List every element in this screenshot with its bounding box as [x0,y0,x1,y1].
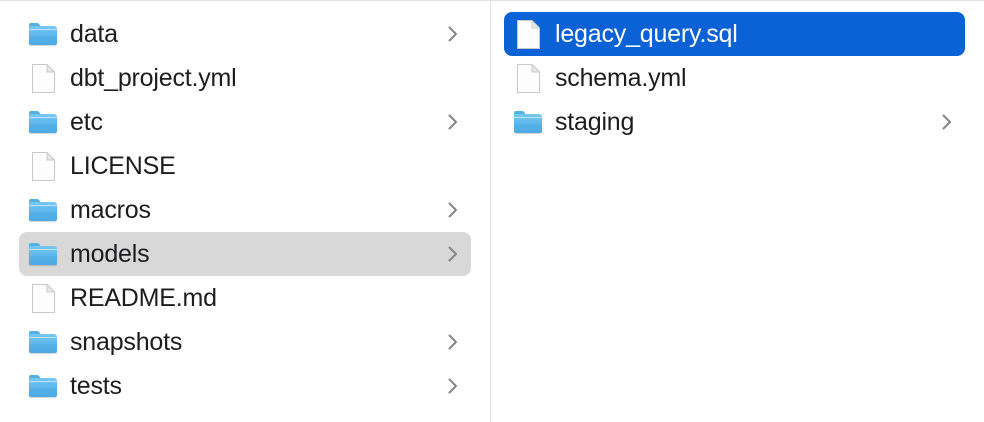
finder-item-label: models [70,240,150,268]
folder-icon [28,327,58,357]
folder-icon [28,19,58,49]
finder-item-label: data [70,20,118,48]
finder-item-row[interactable]: README.md [19,276,471,320]
finder-item-row[interactable]: schema.yml [504,56,965,100]
finder-item-label: etc [70,108,103,136]
finder-item-label: README.md [70,284,217,312]
finder-column-child[interactable]: legacy_query.sql schema.yml staging [491,1,983,422]
folder-icon [28,371,58,401]
chevron-right-icon[interactable] [447,377,459,395]
finder-item-label: schema.yml [555,64,687,92]
document-icon [513,63,543,93]
document-icon [28,151,58,181]
finder-item-label: LICENSE [70,152,176,180]
chevron-right-icon[interactable] [447,201,459,219]
finder-item-row[interactable]: tests [19,364,471,408]
finder-item-row[interactable]: staging [504,100,965,144]
finder-item-row[interactable]: macros [19,188,471,232]
finder-item-row[interactable]: LICENSE [19,144,471,188]
chevron-right-icon[interactable] [447,333,459,351]
finder-item-label: tests [70,372,122,400]
folder-icon [28,107,58,137]
document-icon [28,63,58,93]
chevron-right-icon[interactable] [447,245,459,263]
finder-item-row[interactable]: legacy_query.sql [504,12,965,56]
finder-item-label: snapshots [70,328,183,356]
chevron-right-icon[interactable] [941,113,953,131]
folder-icon [513,107,543,137]
folder-icon [28,239,58,269]
finder-item-row[interactable]: snapshots [19,320,471,364]
chevron-right-icon[interactable] [447,113,459,131]
finder-item-label: dbt_project.yml [70,64,237,92]
chevron-right-icon[interactable] [447,25,459,43]
finder-item-row[interactable]: etc [19,100,471,144]
folder-icon [28,195,58,225]
finder-item-label: macros [70,196,151,224]
finder-item-row[interactable]: dbt_project.yml [19,56,471,100]
finder-item-label: staging [555,108,635,136]
document-icon [513,19,543,49]
document-icon [28,283,58,313]
finder-item-row[interactable]: models [19,232,471,276]
finder-item-label: legacy_query.sql [555,20,738,48]
finder-item-row[interactable]: data [19,12,471,56]
